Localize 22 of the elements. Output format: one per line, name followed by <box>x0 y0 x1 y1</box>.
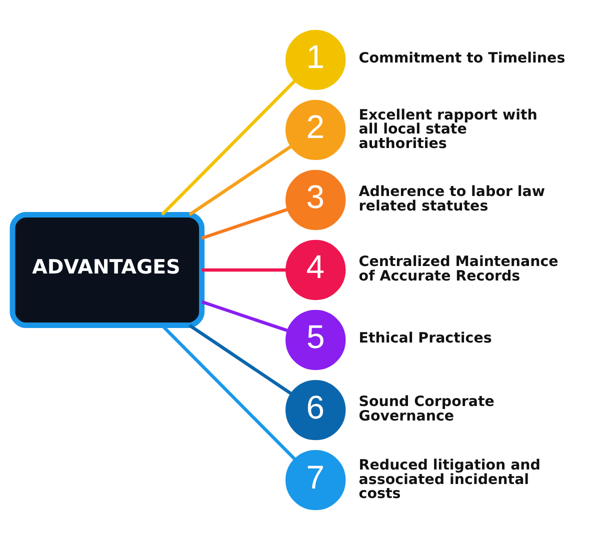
node-box: ADVANTAGES <box>10 212 205 328</box>
connector <box>188 145 292 216</box>
connector <box>201 208 288 240</box>
node-label: Reduced litigation and associated incidental costs <box>358 458 541 502</box>
node-circle: 4 <box>286 240 346 300</box>
connector <box>201 300 288 332</box>
node-label: Adherence to labor law related statutes <box>358 184 546 214</box>
node-circle: 6 <box>286 380 346 440</box>
node-label: Commitment to Timelines <box>358 50 566 67</box>
node-circle: 2 <box>286 100 346 160</box>
node-label: Ethical Practices <box>358 330 492 347</box>
connector <box>161 80 296 216</box>
node-label: Sound Corporate Governance <box>358 394 494 424</box>
node-circle: 3 <box>286 170 346 230</box>
node-circle: 7 <box>286 450 346 510</box>
node-label: Centralized Maintenance of Accurate Records <box>358 254 558 284</box>
connector <box>202 268 286 272</box>
node-circle: 5 <box>286 310 346 370</box>
node-label: Excellent rapport with all local state authorities <box>358 107 538 152</box>
connector <box>161 324 296 460</box>
connector <box>188 324 292 395</box>
node-circle: 1 <box>286 30 346 90</box>
